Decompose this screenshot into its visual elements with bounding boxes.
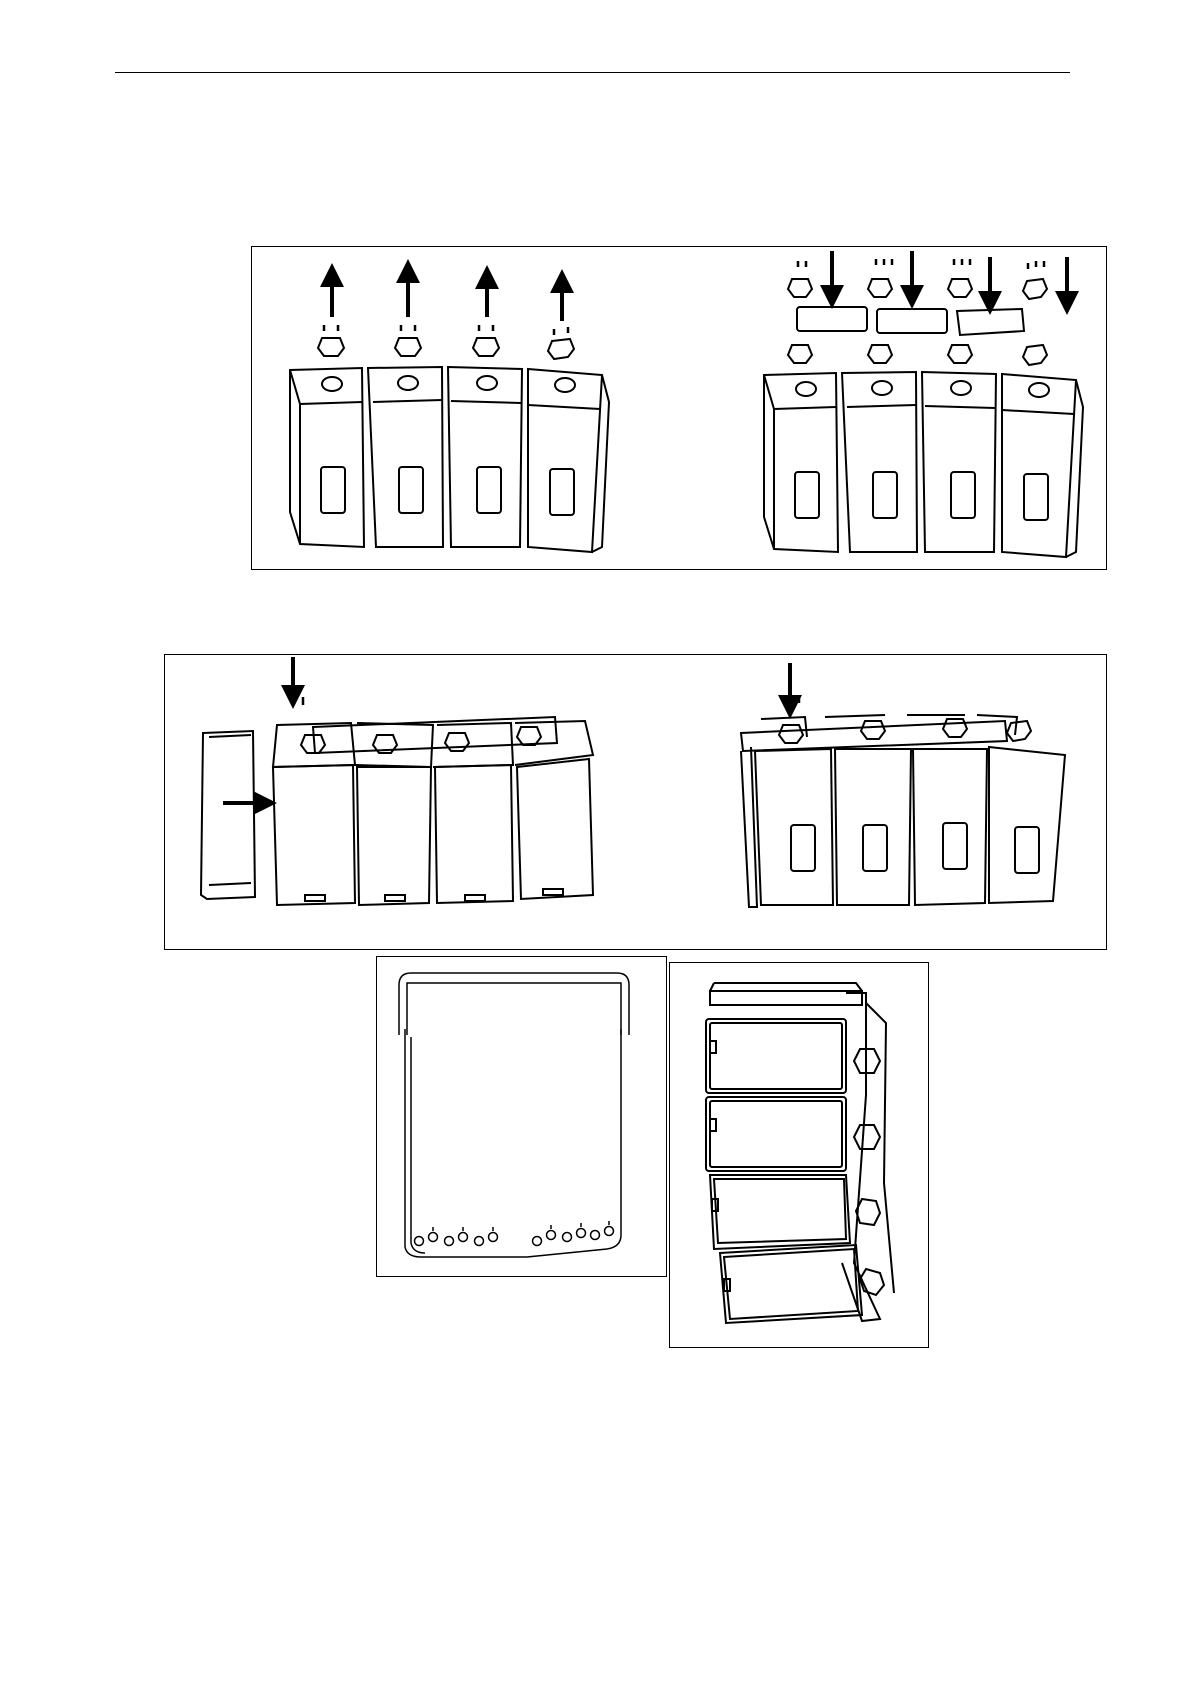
down-arrows: [832, 251, 1067, 303]
attach-frame-illustration: [165, 655, 1105, 948]
figure-panel-3: [376, 956, 667, 1277]
figure-panel-4: [669, 962, 929, 1348]
assembled-frame-row: [741, 695, 1065, 907]
cabinet-row-right: [764, 259, 1083, 557]
frame-front-view: [377, 957, 665, 1275]
remove-brackets-illustration: [252, 247, 1105, 568]
arrows-panel-2: [223, 657, 293, 803]
figure-panel-2: [164, 654, 1107, 950]
assembled-array-view: [670, 963, 927, 1346]
up-arrows: [332, 271, 562, 321]
header-rule: [115, 72, 1070, 73]
cabinet-row-left: [290, 325, 609, 552]
figure-panel-1: [251, 246, 1107, 570]
